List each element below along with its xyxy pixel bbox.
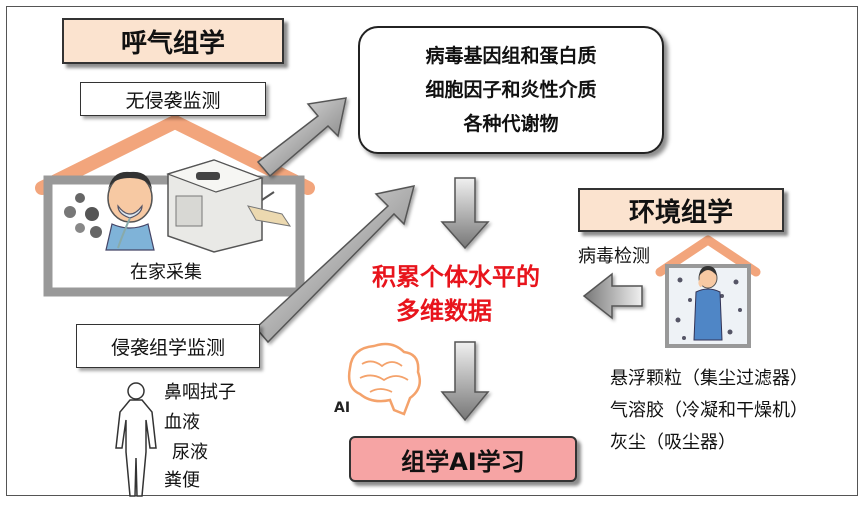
breath-omics-title: 呼气组学 (62, 18, 284, 64)
center-text-line1: 积累个体水平的 (372, 263, 540, 291)
ai-learning-box: 组学AI学习 (349, 436, 577, 482)
target-line: 细胞因子和炎性介质 (425, 79, 597, 101)
target-line: 病毒基因组和蛋白质 (425, 45, 597, 67)
sample-item: 鼻咽拭子 (164, 382, 236, 403)
breath-collector-device-icon (166, 159, 292, 253)
arrow-targets-to-center (440, 177, 490, 250)
virus-detection-label: 病毒检测 (578, 246, 650, 267)
center-text-line2: 多维数据 (396, 297, 492, 325)
env-source-item: 悬浮颗粒（集尘过滤器） (610, 368, 808, 389)
sample-item: 粪便 (164, 470, 200, 491)
sample-item: 血液 (164, 412, 200, 433)
environment-house (655, 235, 761, 348)
env-source-item: 气溶胶（冷凝和干燥机） (610, 400, 808, 421)
invasive-monitoring-label: 侵袭组学监测 (76, 324, 260, 368)
home-collection-label: 在家采集 (130, 262, 202, 283)
targets-box: 病毒基因组和蛋白质 细胞因子和炎性介质 各种代谢物 (358, 26, 664, 154)
target-line: 各种代谢物 (463, 113, 559, 135)
environment-omics-title: 环境组学 (578, 188, 784, 232)
patient-mask-icon (64, 171, 155, 251)
env-source-item: 灰尘（吸尘器） (610, 432, 736, 453)
arrow-environment-to-center (582, 272, 643, 320)
arrow-center-to-ai (440, 341, 490, 422)
sample-item: 尿液 (172, 442, 208, 463)
noninvasive-monitoring-label: 无侵袭监测 (80, 82, 266, 116)
human-body-icon (115, 382, 157, 497)
brain-icon (347, 342, 421, 416)
ai-icon-label: AI (334, 400, 351, 416)
arrow-home-to-targets (256, 97, 347, 178)
arrow-invasive-to-targets (254, 185, 416, 344)
